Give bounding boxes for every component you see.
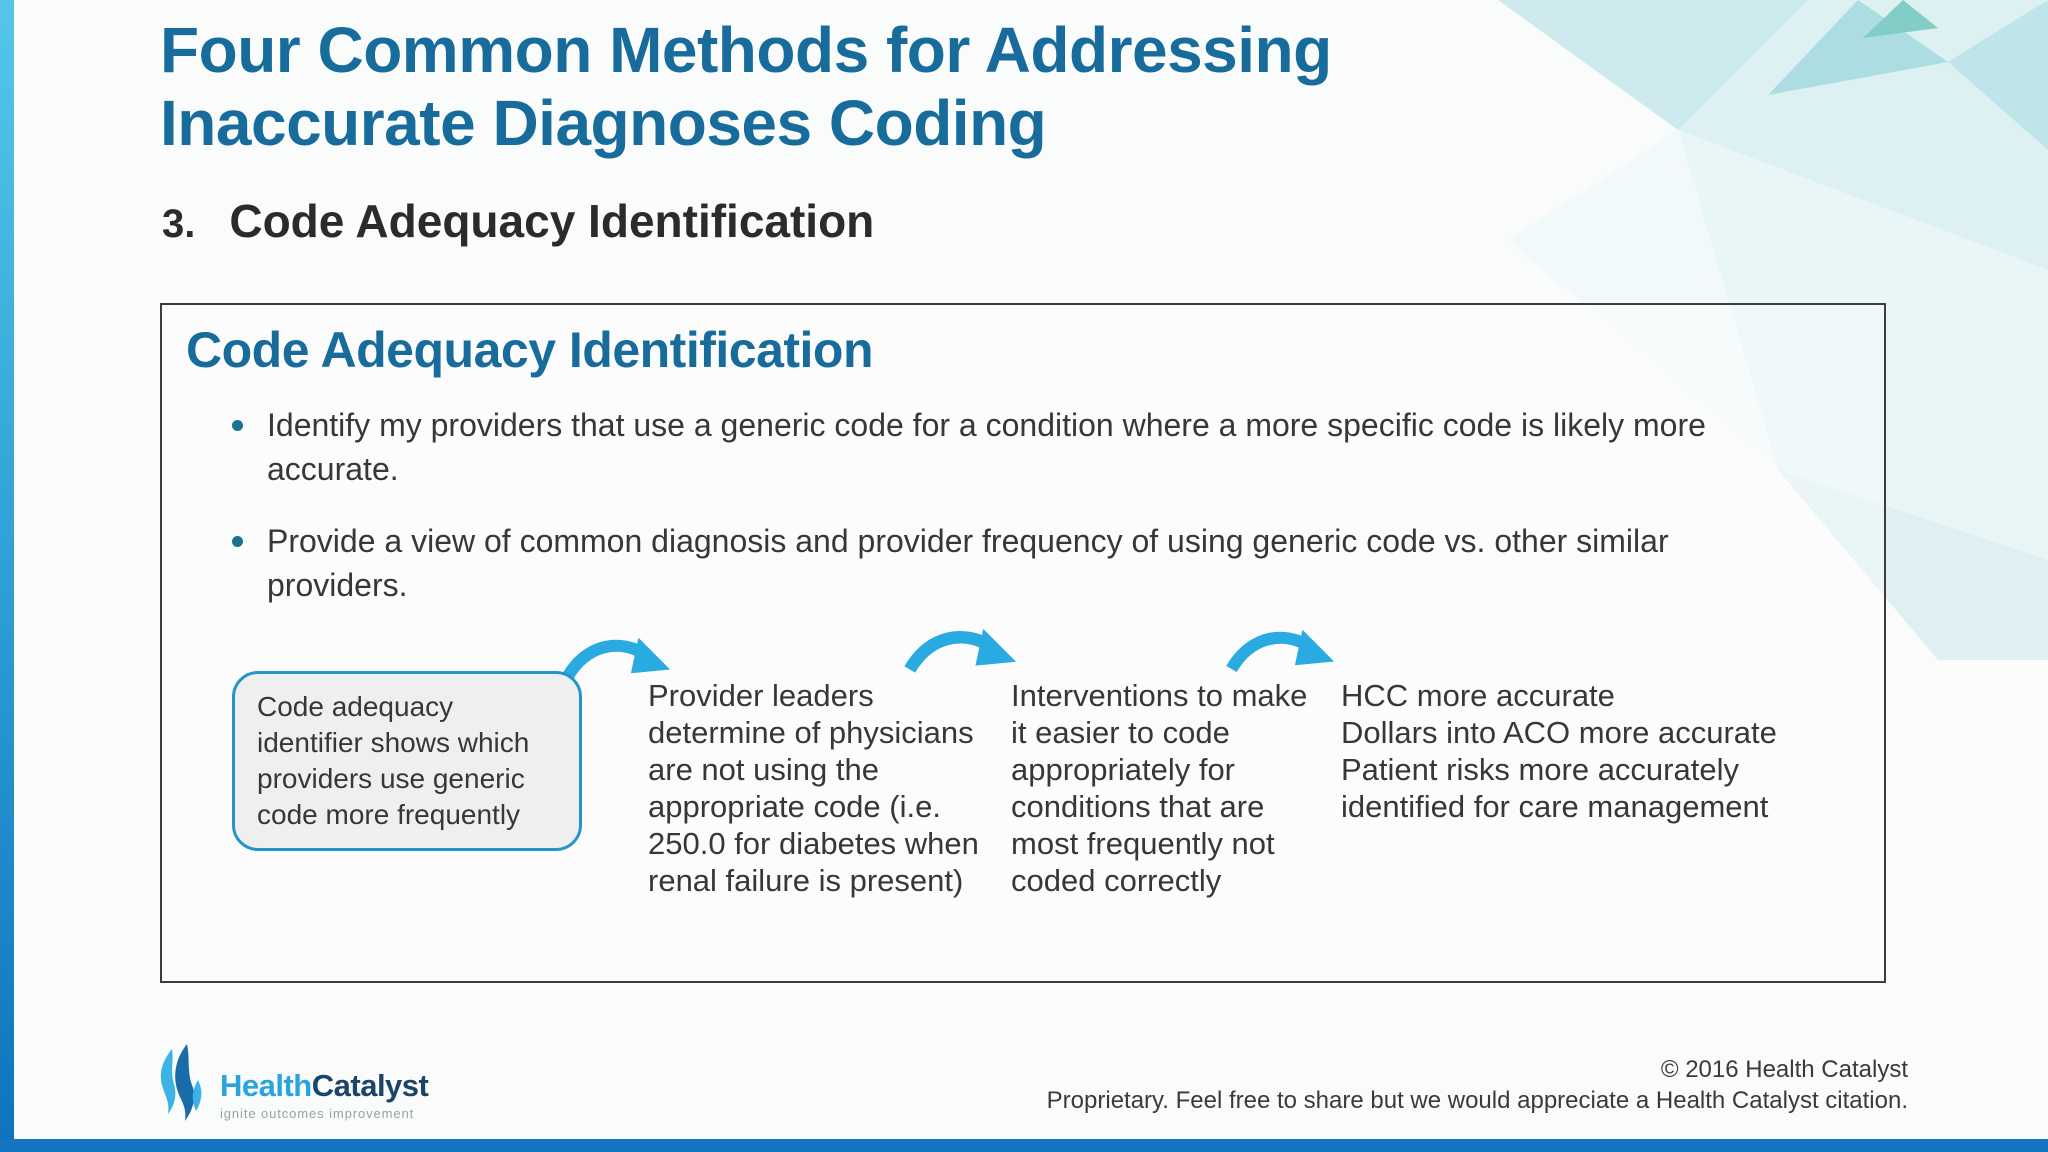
outcome-line: HCC more accurate xyxy=(1341,678,1615,713)
flow-arrow-icon xyxy=(904,628,1017,673)
list-item: Provide a view of common diagnosis and p… xyxy=(232,519,1762,607)
flow-arrow-icon xyxy=(1226,629,1335,673)
flow-step-provider-leaders: Provider leaders determine of physicians… xyxy=(648,678,979,898)
slide-title: Four Common Methods for Addressing Inacc… xyxy=(160,14,1620,160)
bullet-dot-icon xyxy=(232,536,243,547)
slide-title-line-2: Inaccurate Diagnoses Coding xyxy=(160,87,1047,159)
content-panel: Code Adequacy Identification Identify my… xyxy=(160,303,1886,983)
bullet-list: Identify my providers that use a generic… xyxy=(232,403,1762,635)
outcome-line: Dollars into ACO more accurate xyxy=(1341,715,1777,750)
flame-logo-icon xyxy=(160,1044,202,1121)
logo-wordmark: HealthCatalyst ignite outcomes improveme… xyxy=(220,1044,429,1122)
list-item: Identify my providers that use a generic… xyxy=(232,403,1762,491)
left-accent-bar xyxy=(0,0,14,1152)
bullet-text: Provide a view of common diagnosis and p… xyxy=(267,523,1669,603)
bullet-text: Identify my providers that use a generic… xyxy=(267,407,1706,487)
section-heading: 3. Code Adequacy Identification xyxy=(162,194,874,248)
section-number: 3. xyxy=(162,202,196,246)
copyright-line: © 2016 Health Catalyst xyxy=(1660,1056,1908,1083)
panel-heading: Code Adequacy Identification xyxy=(186,322,874,378)
footer-copyright: © 2016 Health Catalyst Proprietary. Feel… xyxy=(1047,1054,1908,1116)
bottom-accent-bar xyxy=(0,1139,2048,1152)
flow-step-interventions: Interventions to make it easier to code … xyxy=(1011,678,1308,898)
flow-start-box: Code adequacy identifier shows which pro… xyxy=(232,671,582,851)
copyright-line: Proprietary. Feel free to share but we w… xyxy=(1046,1087,1908,1114)
section-label: Code Adequacy Identification xyxy=(229,195,875,247)
flow-step-outcomes: HCC more accurate Dollars into ACO more … xyxy=(1341,677,1831,825)
flow-arrow-icon xyxy=(562,637,671,681)
slide-title-line-1: Four Common Methods for Addressing xyxy=(160,14,1332,86)
outcome-line: Patient risks more accurately identified… xyxy=(1341,752,1769,824)
logo-word-health: Health xyxy=(220,1068,312,1103)
logo-word-catalyst: Catalyst xyxy=(311,1068,429,1103)
health-catalyst-logo: HealthCatalyst ignite outcomes improveme… xyxy=(156,1044,429,1126)
bullet-dot-icon xyxy=(232,420,243,431)
logo-tagline: ignite outcomes improvement xyxy=(220,1106,415,1121)
